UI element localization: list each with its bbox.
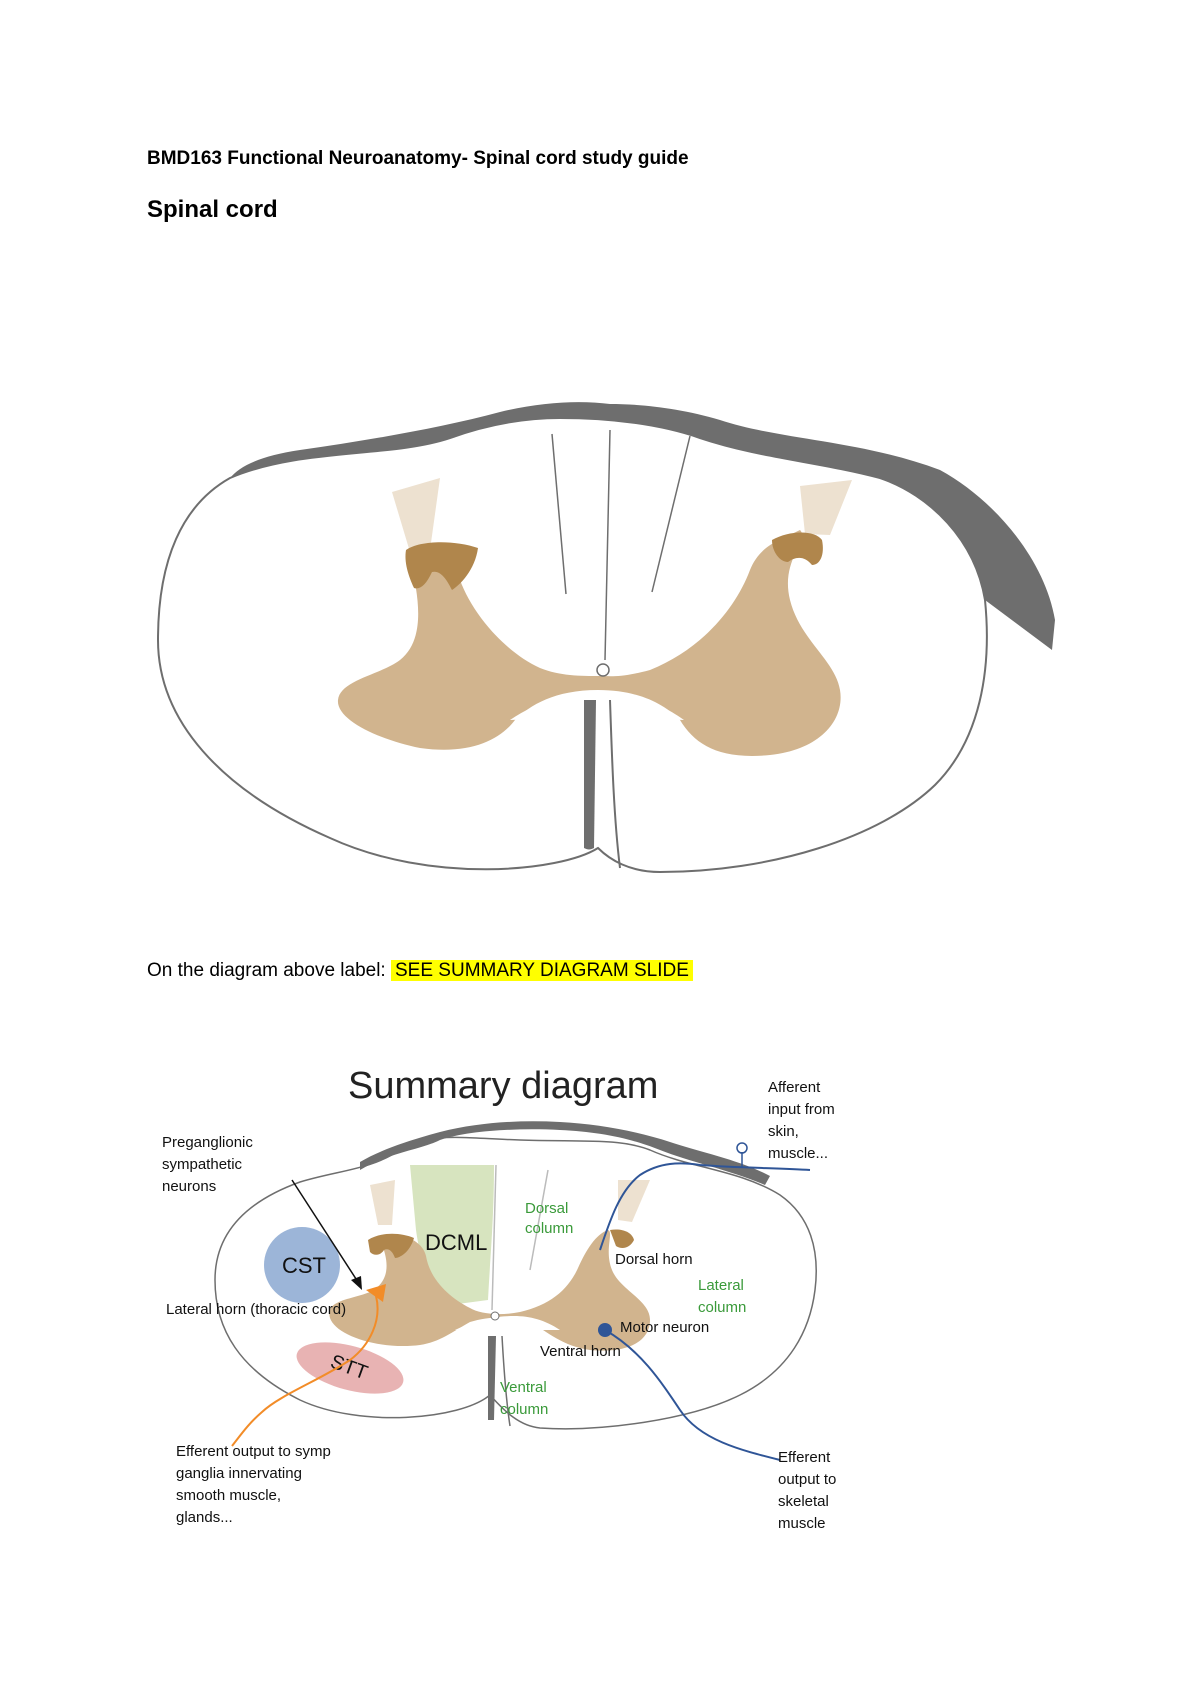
afferent-label-line3: skin, [768, 1123, 799, 1140]
lateral-horn-label: Lateral horn (thoracic cord) [166, 1301, 346, 1318]
preganglionic-arrow-line [291, 1179, 359, 1283]
section-heading: Spinal cord [147, 196, 278, 223]
afferent-label-line4: muscle... [768, 1145, 828, 1162]
summary-sg-right [610, 1229, 634, 1248]
afferent-fiber [599, 1162, 811, 1251]
efferent-symp-line2: ganglia innervating [176, 1465, 302, 1482]
pia-arc [230, 402, 1055, 650]
summary-septum-line [529, 1169, 549, 1271]
summary-root-entry-left [370, 1180, 395, 1225]
efferent-skeletal-line2: output to [778, 1471, 836, 1488]
instruction-prefix: On the diagram above label: [147, 960, 386, 981]
dorsal-column-label-line1: Dorsal [525, 1200, 568, 1217]
septum-line [551, 433, 567, 595]
preganglionic-label-line1: Preganglionic [162, 1134, 253, 1151]
efferent-symp-line4: glands... [176, 1509, 233, 1526]
summary-ventral-fissure-line [501, 1335, 511, 1427]
lateral-column-label: Lateral column [698, 1277, 748, 1316]
ventral-column-label-line1: Ventral [500, 1379, 547, 1396]
sympathetic-axon [231, 1295, 379, 1447]
substantia-gelatinosa-left [405, 542, 478, 590]
ventral-horn-label: Ventral horn [540, 1343, 621, 1360]
preganglionic-label-line2: sympathetic [162, 1156, 243, 1173]
substantia-gelatinosa-right [772, 532, 823, 565]
septum-line [651, 435, 691, 593]
ventral-column-label-line2: column [500, 1401, 548, 1418]
summary-title: Summary diagram [348, 1065, 658, 1107]
motor-neuron-label: Motor neuron [620, 1319, 709, 1336]
document-title: BMD163 Functional Neuroanatomy- Spinal c… [147, 148, 689, 169]
efferent-symp-label: Efferent output to symp ganglia innervat… [176, 1443, 335, 1526]
root-entry-left [392, 478, 440, 552]
efferent-symp-line3: smooth muscle, [176, 1487, 281, 1504]
efferent-skeletal-line3: skeletal [778, 1493, 829, 1510]
preganglionic-arrow-head [351, 1276, 362, 1290]
instruction-line: On the diagram above label: SEE SUMMARY … [147, 960, 693, 982]
grey-matter [337, 530, 841, 756]
dcml-label: DCML [425, 1230, 487, 1255]
afferent-label: Afferent input from skin, muscle... [768, 1079, 839, 1162]
ventral-fissure-line [609, 699, 621, 869]
ventral-fissure [584, 700, 596, 850]
summary-ventral-notch [455, 1316, 560, 1330]
afferent-receptor-icon [736, 1142, 748, 1154]
cst-label: CST [282, 1253, 326, 1278]
highlighted-instruction: SEE SUMMARY DIAGRAM SLIDE [391, 960, 693, 981]
central-canal [596, 663, 610, 677]
lateral-column-label-line1: Lateral [698, 1277, 744, 1294]
afferent-label-line2: input from [768, 1101, 835, 1118]
summary-septum-line [491, 1164, 497, 1311]
summary-sg-left [368, 1233, 414, 1258]
ventral-notch [510, 692, 684, 720]
dorsal-column-label-line2: column [525, 1220, 573, 1237]
dorsal-column-label: Dorsal column [525, 1200, 573, 1237]
septum-line [604, 429, 611, 661]
summary-ventral-fissure [488, 1336, 496, 1420]
preganglionic-label: Preganglionic sympathetic neurons [162, 1134, 257, 1195]
cst-region [264, 1227, 340, 1303]
summary-central-canal [490, 1311, 500, 1321]
summary-grey-matter [329, 1230, 650, 1351]
efferent-skeletal-label: Efferent output to skeletal muscle [778, 1449, 841, 1532]
stt-region [296, 1342, 404, 1394]
efferent-skeletal-line1: Efferent [778, 1449, 831, 1466]
sympathetic-neuron-body [366, 1284, 386, 1302]
dorsal-horn-label: Dorsal horn [615, 1251, 693, 1268]
preganglionic-label-line3: neurons [162, 1178, 216, 1195]
summary-pia-arc [360, 1121, 770, 1185]
root-entry-right [800, 480, 852, 535]
dcml-region [410, 1165, 494, 1305]
afferent-label-line1: Afferent [768, 1079, 821, 1096]
efferent-skeletal-line4: muscle [778, 1515, 826, 1532]
ventral-column-label: Ventral column [500, 1379, 551, 1418]
motor-axon [604, 1329, 781, 1461]
efferent-symp-line1: Efferent output to symp [176, 1443, 331, 1460]
lateral-column-label-line2: column [698, 1299, 746, 1316]
